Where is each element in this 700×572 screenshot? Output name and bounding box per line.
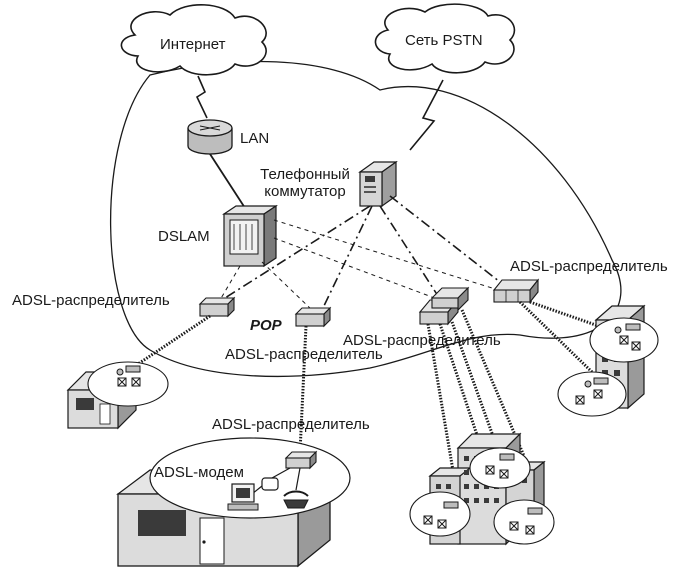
pstn-cloud-icon (374, 3, 516, 74)
home-network-zone (493, 499, 555, 545)
pstn-switch-link (409, 79, 444, 151)
splitter-icon (284, 450, 318, 470)
lan-label: LAN (240, 130, 270, 147)
provider-network-boundary (109, 60, 622, 378)
splitter-left-label: ADSL-распределитель (12, 292, 170, 309)
phone-switch-label-line2: коммутатор (264, 183, 346, 200)
splitter-icon (418, 286, 470, 326)
dslam-label: DSLAM (158, 228, 210, 245)
telephone-switch-icon (358, 160, 398, 208)
internet-cloud-icon (120, 4, 267, 76)
splitter-center-label: ADSL-распределитель (225, 346, 383, 363)
splitter-right-label: ADSL-распределитель (510, 258, 668, 275)
splitter-middle-label: ADSL-распределитель (343, 332, 501, 349)
splitter-phone-link (295, 467, 301, 491)
pstn-label: Сеть PSTN (405, 32, 483, 49)
subscriber-lines (131, 300, 611, 501)
phone-switch-label: Телефонный коммутатор (250, 166, 360, 200)
home-network-zone (409, 491, 471, 537)
internet-label: Интернет (160, 36, 226, 53)
dslam-links (219, 219, 493, 311)
computer-icon (227, 483, 259, 511)
home-network-zone (557, 371, 627, 417)
home-devices (116, 365, 141, 387)
pop-label: POP (250, 317, 282, 334)
home-devices (423, 453, 543, 535)
modem-icon (261, 477, 279, 491)
splitter-modem-link (271, 467, 291, 479)
home-devices (575, 377, 609, 405)
home-network-zone (469, 447, 531, 489)
internet-lan-link (195, 75, 208, 119)
splitter-icon (198, 296, 236, 318)
switch-links (224, 195, 501, 311)
telephone-icon (283, 490, 309, 509)
phone-switch-label-line1: Телефонный (260, 166, 350, 183)
dslam-rack-icon (222, 204, 278, 268)
splitter-icon (492, 278, 540, 304)
adsl-modem-label: ADSL-модем (154, 464, 244, 481)
router-icon (187, 119, 233, 155)
home-network-zone (87, 361, 169, 407)
splitter-lower-label: ADSL-распределитель (212, 416, 370, 433)
splitter-icon (294, 306, 332, 328)
home-devices (614, 323, 641, 351)
lan-dslam-link (209, 153, 246, 209)
